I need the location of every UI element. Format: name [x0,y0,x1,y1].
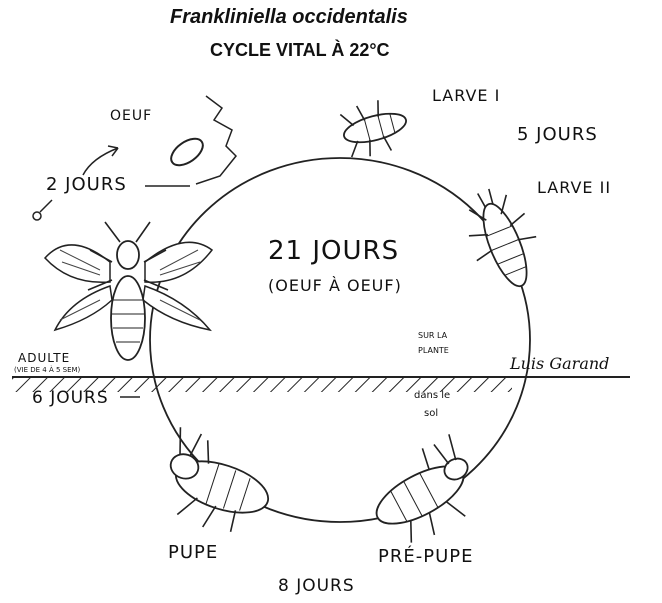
prepupa-illustration [359,433,489,554]
egg-label: OEUF [110,108,152,124]
sperm-cell-icon [33,212,41,220]
pupa-duration: 8 JOURS [278,576,355,596]
plant-zone-label-1: SUR LA [418,331,447,340]
total-duration-detail: (OEUF À OEUF) [268,276,402,295]
species-title: Frankliniella occidentalis [170,6,408,29]
soil-zone-label-2: sol [424,408,438,419]
egg-duration: 2 JOURS [46,174,127,195]
egg-illustration [167,96,236,184]
pupa-illustration [153,427,281,543]
larva2-illustration [454,179,552,298]
soil-zone-label-1: dans le [414,390,450,401]
larva1-illustration [337,95,412,162]
sperm-tail [40,200,52,212]
prepupa-label: PRÉ-PUPE [378,546,474,567]
larva1-label: LARVE I [432,86,500,105]
adult-illustration [45,222,212,360]
adult-duration: 6 JOURS [32,388,109,408]
larva2-label: LARVE II [537,178,611,197]
artist-signature: Luis Garand [510,354,609,373]
adult-lifespan-note: (VIE DE 4 À 5 SEM) [14,366,80,374]
total-duration: 21 JOURS [268,236,399,266]
pupa-label: PUPE [168,542,218,563]
larva-duration: 5 JOURS [517,124,598,145]
cycle-title: CYCLE VITAL À 22°C [210,40,390,61]
egg-arrow [83,148,118,175]
plant-zone-label-2: PLANTE [418,346,449,355]
adult-label: ADULTE [18,351,70,365]
